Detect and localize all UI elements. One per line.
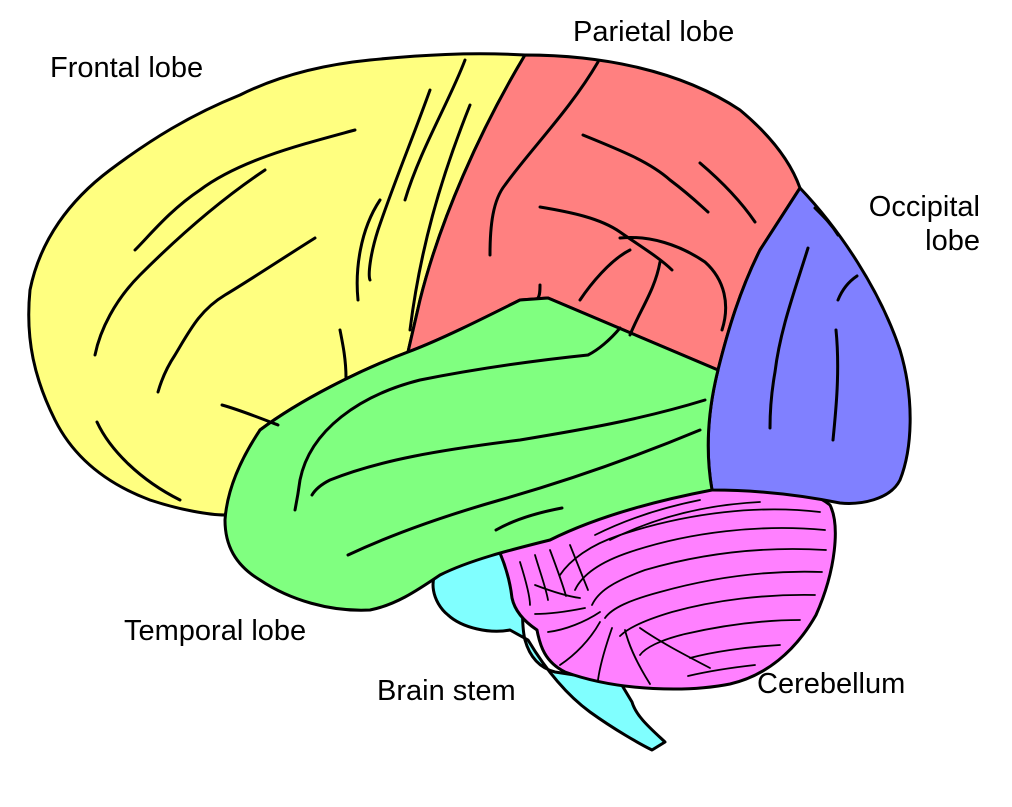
brain-stem-label: Brain stem xyxy=(377,675,516,707)
occipital-lobe-label-line2: lobe xyxy=(925,225,980,257)
parietal-lobe-label: Parietal lobe xyxy=(573,16,735,48)
temporal-lobe-sulci xyxy=(293,326,707,557)
frontal-lobe-sulci xyxy=(93,58,472,502)
occipital-lobe-label-line1: Occipital xyxy=(868,191,980,223)
cerebellum-folia xyxy=(519,499,827,685)
temporal-lobe-region xyxy=(223,296,720,612)
temporal-lobe-label: Temporal lobe xyxy=(124,615,307,647)
cerebellum-label: Cerebellum xyxy=(757,668,906,700)
parietal-lobe-sulci xyxy=(488,60,757,337)
occipital-lobe-sulci xyxy=(768,206,859,442)
frontal-lobe-label: Frontal lobe xyxy=(50,52,204,84)
occipital-lobe-label: Occipital lobe xyxy=(840,190,980,258)
